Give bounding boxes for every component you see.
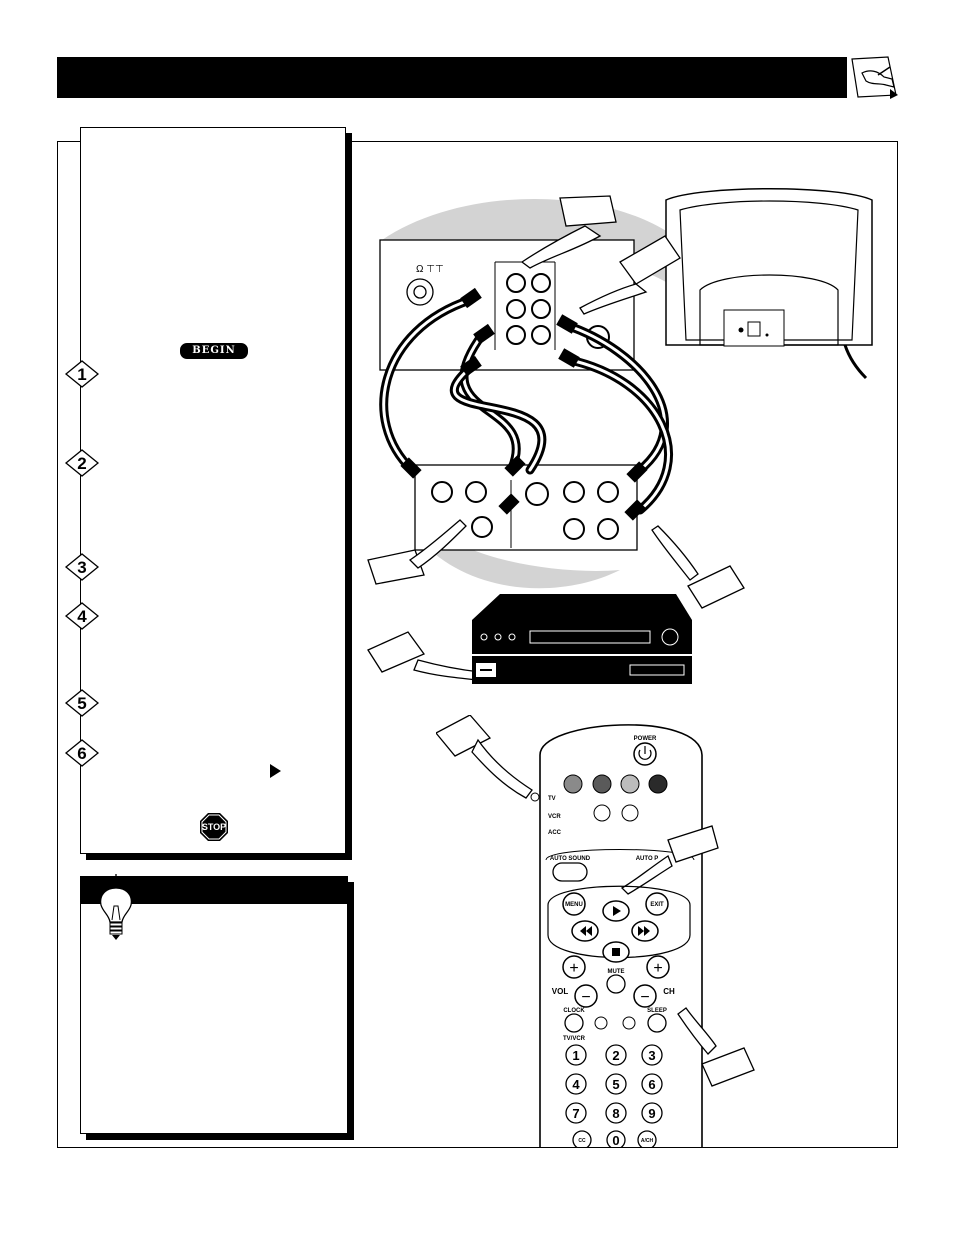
key-0: 0 xyxy=(612,1133,619,1147)
stop-sign-icon: STOP xyxy=(199,812,229,842)
step-3-number: 3 xyxy=(77,558,86,577)
step-5-marker: 5 xyxy=(64,689,100,717)
cc-label: CC xyxy=(578,1138,586,1144)
connection-illustration: Ω ⊤⊤ xyxy=(367,188,873,684)
menu-label: MENU xyxy=(565,902,583,908)
main-frame xyxy=(57,141,898,1148)
key-8: 8 xyxy=(612,1106,619,1121)
step-6-number: 6 xyxy=(77,744,86,763)
mode-acc-label: ACC xyxy=(548,830,562,836)
key-6: 6 xyxy=(648,1077,655,1092)
instructions-panel xyxy=(80,127,346,854)
ach-label: A/CH xyxy=(641,1138,654,1144)
signal-swoosh-lower xyxy=(420,530,620,589)
mode-vcr-label: VCR xyxy=(548,814,561,820)
step-2-marker: 2 xyxy=(64,449,100,477)
step-1-marker: 1 xyxy=(64,360,100,388)
key-1: 1 xyxy=(572,1048,579,1063)
cable-plugs xyxy=(400,287,648,521)
step-markers: 1 2 3 4 5 6 xyxy=(64,360,100,767)
exit-label: EXIT xyxy=(650,902,664,908)
stop-label: STOP xyxy=(201,822,227,832)
svg-text:−: − xyxy=(640,989,649,1006)
play-arrow-icon xyxy=(270,764,281,778)
step-2-number: 2 xyxy=(77,454,86,473)
key-4: 4 xyxy=(572,1077,580,1092)
svg-text:+: + xyxy=(653,960,662,977)
header-bar xyxy=(57,57,847,98)
key-5: 5 xyxy=(612,1077,619,1092)
ch-label: CH xyxy=(663,987,675,996)
step-5-number: 5 xyxy=(77,694,86,713)
auto-sound-label: AUTO SOUND xyxy=(550,856,591,862)
remote-illustration: + − + − POWER TV VCR ACC AUTO SOUND AUTO… xyxy=(436,715,896,1147)
clock-label: CLOCK xyxy=(563,1008,585,1014)
tip-panel xyxy=(80,876,348,1134)
step-4-marker: 4 xyxy=(64,602,100,630)
hand-writing-icon xyxy=(851,56,898,99)
auto-picture-label: AUTO P xyxy=(636,856,659,862)
vcr-unit xyxy=(472,594,692,684)
step-6-marker: 6 xyxy=(64,739,100,767)
lightbulb-icon xyxy=(89,874,143,940)
mute-label: MUTE xyxy=(608,969,625,975)
step-1-number: 1 xyxy=(77,365,86,384)
svg-text:+: + xyxy=(569,960,578,977)
headphone-symbol: Ω ⊤⊤ xyxy=(416,264,444,275)
power-label: POWER xyxy=(634,736,657,742)
begin-badge: BEGIN xyxy=(180,343,248,359)
step-3-marker: 3 xyxy=(64,553,100,581)
vol-label: VOL xyxy=(552,987,569,996)
key-9: 9 xyxy=(648,1106,655,1121)
tv-vcr-label: TV/VCR xyxy=(563,1036,586,1042)
svg-text:−: − xyxy=(581,989,590,1006)
sleep-label: SLEEP xyxy=(647,1008,667,1014)
mode-tv-label: TV xyxy=(548,796,556,802)
tv-set-rear xyxy=(665,188,873,380)
key-2: 2 xyxy=(612,1048,619,1063)
key-3: 3 xyxy=(648,1048,655,1063)
key-7: 7 xyxy=(572,1106,579,1121)
step-4-number: 4 xyxy=(77,607,87,626)
